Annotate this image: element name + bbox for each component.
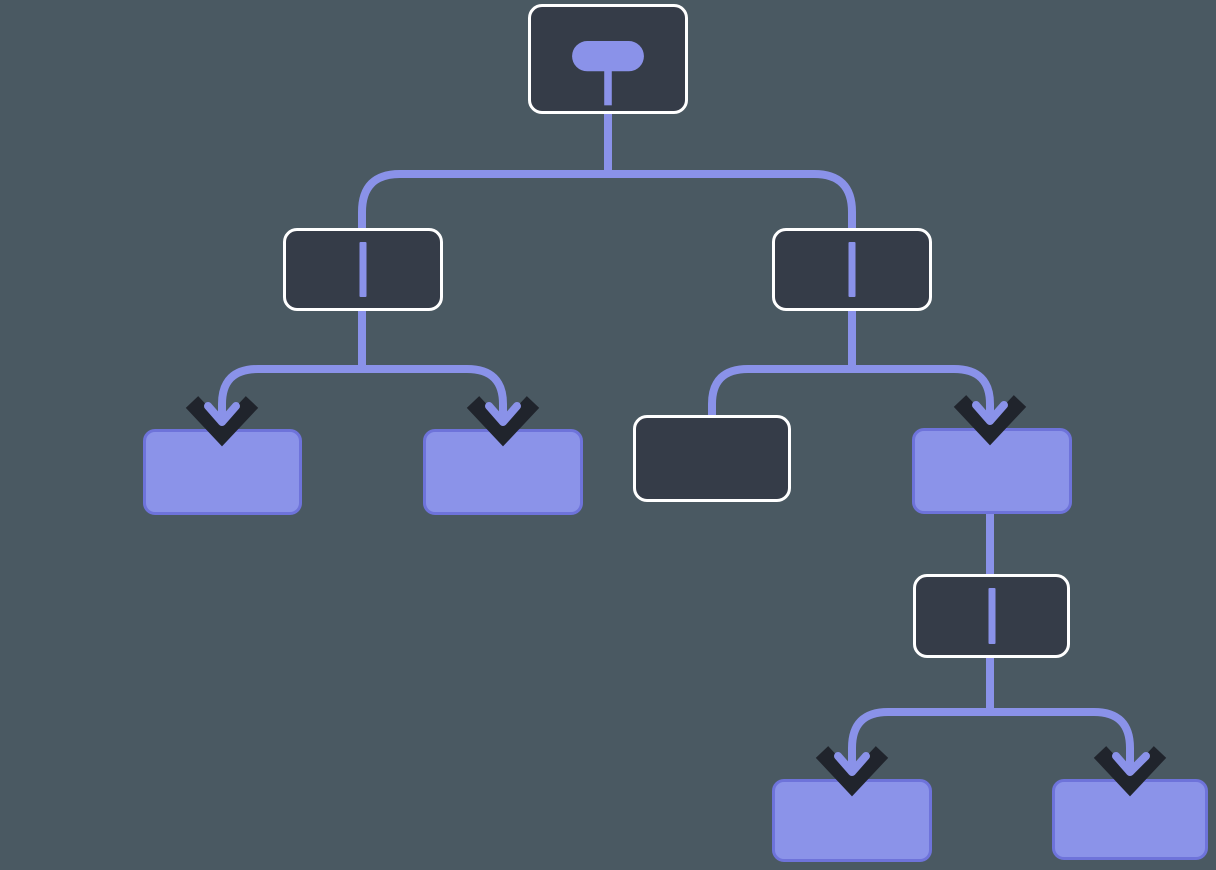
chevron-arrow-icon	[815, 746, 889, 797]
vertical-line-icon	[359, 242, 367, 297]
vertical-line-icon	[988, 588, 995, 644]
edge-branch-left-to-leaves	[218, 365, 507, 419]
edge-branch-right-to-children	[708, 365, 994, 418]
root-marker-icon	[572, 41, 644, 106]
chevron-arrow-icon	[953, 395, 1027, 446]
node-branch-right[interactable]	[772, 228, 932, 311]
chevron-arrow-icon	[1093, 746, 1167, 797]
node-branch-left[interactable]	[283, 228, 443, 311]
node-leaf-1[interactable]	[143, 429, 302, 515]
vertical-line-icon	[848, 242, 856, 297]
node-root[interactable]	[528, 4, 688, 114]
chevron-arrow-icon	[466, 396, 540, 447]
edge-branch-lower-to-leaves	[848, 708, 1134, 769]
edge-root-to-branches	[358, 170, 856, 230]
node-branch-lower[interactable]	[913, 574, 1070, 658]
node-plain[interactable]	[633, 415, 791, 502]
chevron-arrow-icon	[185, 396, 259, 447]
